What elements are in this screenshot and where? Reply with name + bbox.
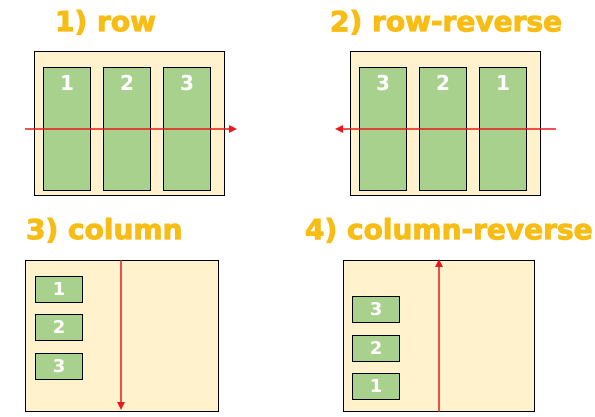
row-reverse-item: 1 [479, 67, 527, 191]
row-item: 2 [103, 67, 151, 191]
column-item: 2 [35, 314, 83, 341]
row-reverse-item: 2 [419, 67, 467, 191]
column-item: 1 [35, 276, 83, 303]
column-reverse-item: 2 [352, 335, 400, 362]
column-item: 3 [35, 353, 83, 380]
column-reverse-title: 4) column-reverse [305, 213, 594, 246]
row-reverse-title: 2) row-reverse [329, 5, 563, 38]
row-item: 3 [163, 67, 211, 191]
column-title: 3) column [26, 213, 184, 246]
row-title: 1) row [55, 5, 157, 38]
row-item: 1 [43, 67, 91, 191]
column-reverse-item: 1 [352, 373, 400, 400]
column-reverse-item: 3 [352, 296, 400, 323]
row-reverse-item: 3 [359, 67, 407, 191]
